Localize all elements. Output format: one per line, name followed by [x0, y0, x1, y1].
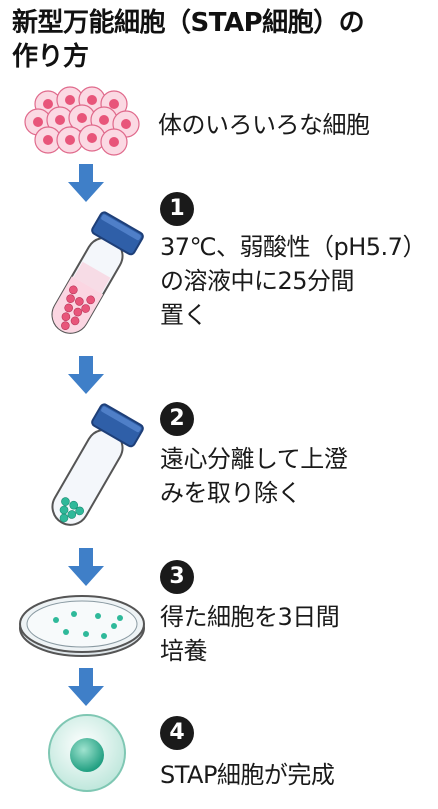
title-line-2: 作り方 — [12, 42, 89, 72]
cell-nucleus — [43, 135, 53, 145]
step-1-badge: 1 — [160, 192, 194, 226]
step-2-line-1: 遠心分離して上澄 — [160, 445, 348, 473]
test-tube-pink-icon — [51, 211, 144, 334]
start-label: 体のいろいろな細胞 — [158, 111, 370, 139]
cell-nucleus — [109, 99, 119, 109]
step-2-line-2: みを取り除く — [160, 479, 302, 507]
cell-nucleus — [87, 133, 97, 143]
stap-cell-icon — [48, 714, 126, 792]
step-1-label: 37℃、弱酸性（pH5.7） の溶液中に25分間 置く — [160, 230, 426, 332]
step-1-line-1: 37℃、弱酸性（pH5.7） — [160, 233, 426, 261]
step-4-line-1: STAP細胞が完成 — [160, 761, 335, 789]
step-3-line-2: 培養 — [160, 637, 208, 665]
cell-nucleus — [121, 119, 131, 129]
cell-nucleus — [109, 137, 119, 147]
down-arrow-icon — [68, 548, 104, 586]
step-3-badge: 3 — [160, 560, 194, 594]
cell-nucleus — [77, 113, 87, 123]
step-2-badge: 2 — [160, 402, 194, 436]
step-3-line-1: 得た細胞を3日間 — [160, 603, 340, 631]
down-arrow-icon — [68, 356, 104, 394]
cell-nucleus — [65, 135, 75, 145]
body-cells-icon — [24, 86, 140, 156]
step-2-label: 遠心分離して上澄 みを取り除く — [160, 442, 348, 510]
cell-nucleus — [99, 115, 109, 125]
step-1-line-3: 置く — [160, 301, 207, 329]
down-arrow-icon — [68, 668, 104, 706]
cell-nucleus — [87, 95, 97, 105]
step-4-label: STAP細胞が完成 — [160, 758, 335, 792]
step-4-badge: 4 — [160, 716, 194, 750]
cell-nucleus — [55, 115, 65, 125]
title-line-1: 新型万能細胞（STAP細胞）の — [12, 8, 365, 38]
cell-nucleus — [65, 95, 75, 105]
cell-nucleus — [33, 117, 43, 127]
step-3-label: 得た細胞を3日間 培養 — [160, 600, 340, 668]
down-arrow-icon — [68, 164, 104, 202]
step-1-line-2: の溶液中に25分間 — [160, 267, 355, 295]
petri-dish-icon — [19, 595, 145, 657]
test-tube-green-icon — [51, 403, 144, 526]
diagram-title: 新型万能細胞（STAP細胞）の 作り方 — [12, 6, 432, 74]
cell-nucleus — [43, 99, 53, 109]
